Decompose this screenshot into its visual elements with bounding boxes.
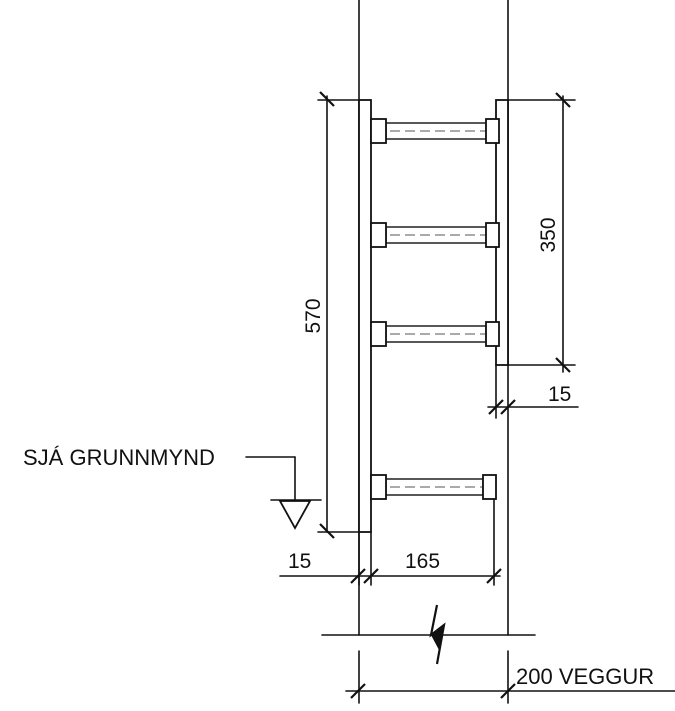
dim-15-left <box>279 531 501 586</box>
dim-15-right-label: 15 <box>548 383 571 406</box>
section-marker <box>245 456 322 530</box>
dim-15-left-label: 15 <box>288 550 311 573</box>
dim-350 <box>507 92 576 373</box>
bolt-1 <box>370 118 500 144</box>
bolt-2 <box>370 222 500 248</box>
dim-15-right <box>487 364 579 419</box>
dim-570-label: 570 <box>302 298 325 333</box>
left-plate <box>358 99 372 533</box>
bolts <box>370 118 500 500</box>
bolt-3 <box>370 321 500 347</box>
dim-200 <box>345 650 675 704</box>
reference-note: SJÁ GRUNNMYND <box>23 445 215 470</box>
dim-350-label: 350 <box>537 217 560 252</box>
dim-570 <box>317 91 360 539</box>
dim-165-label: 165 <box>405 550 440 573</box>
dim-165 <box>486 498 502 586</box>
break-symbol <box>429 604 446 665</box>
plates <box>358 99 509 533</box>
bolt-4 <box>370 474 497 500</box>
wall-thickness-label: 200 VEGGUR <box>516 664 654 689</box>
